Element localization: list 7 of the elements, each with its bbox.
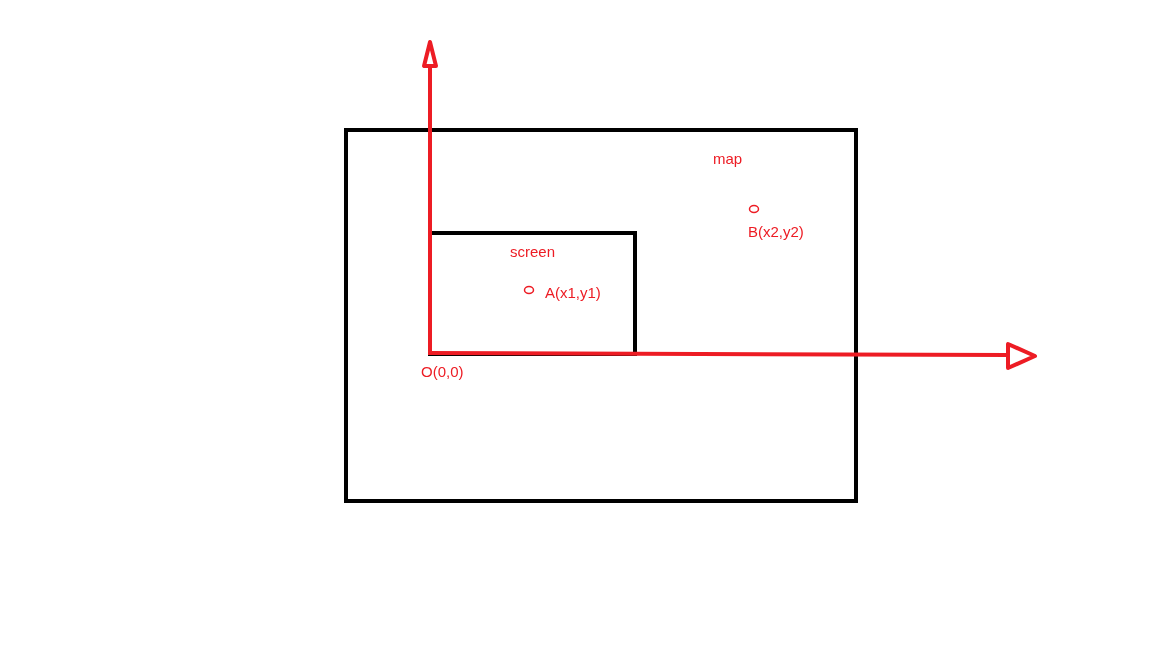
origin-label: O(0,0) bbox=[421, 363, 464, 381]
rectangle-box bbox=[428, 231, 637, 356]
point-label: B(x2,y2) bbox=[748, 223, 804, 241]
point-label: A(x1,y1) bbox=[545, 284, 601, 302]
rectangle-box bbox=[344, 128, 858, 503]
box-label: screen bbox=[510, 243, 556, 261]
box-label: map bbox=[713, 150, 743, 168]
